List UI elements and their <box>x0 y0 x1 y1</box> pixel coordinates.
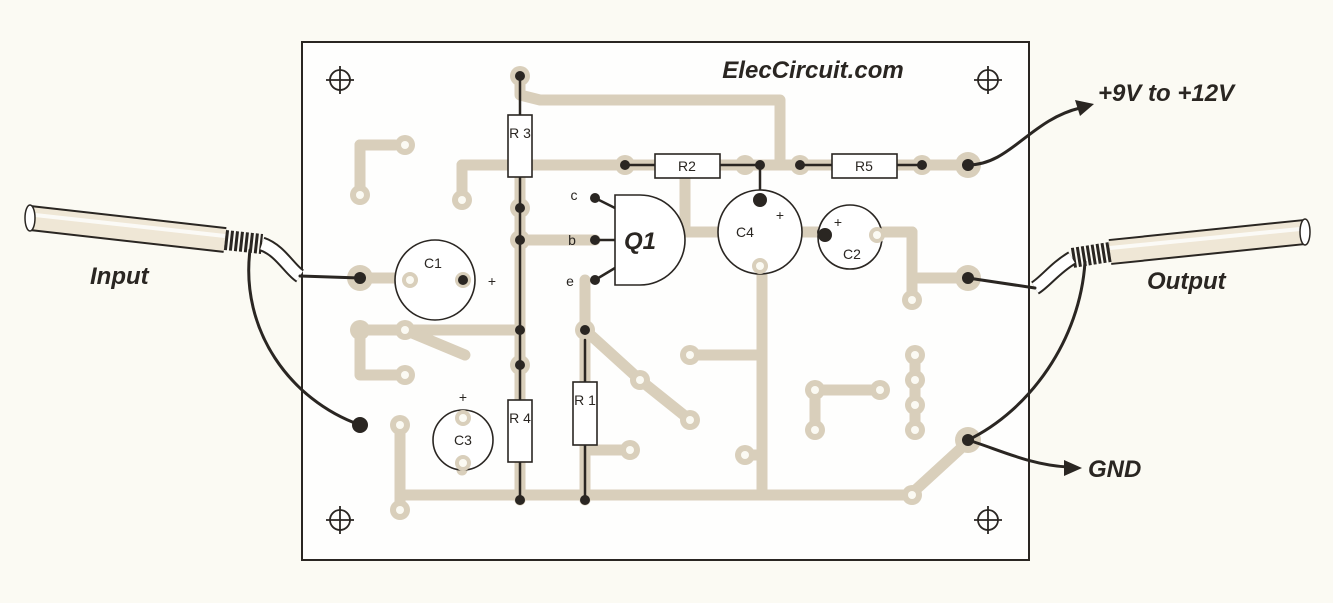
output-terminal-label: Output <box>1147 268 1227 295</box>
ground-lead <box>966 438 1082 476</box>
mounting-hole-top-right <box>974 66 1002 94</box>
solder-pads <box>347 66 981 520</box>
pin-b-label: b <box>568 232 576 248</box>
resistor-r1-label: R 1 <box>574 392 596 408</box>
capacitor-c4: C4 + <box>717 189 803 275</box>
capacitor-c2-label: C2 <box>843 246 861 262</box>
capacitor-c3-label: C3 <box>454 432 472 448</box>
mounting-hole-top-left <box>326 66 354 94</box>
resistor-r2-label: R2 <box>678 158 696 174</box>
capacitor-c1: C1 + <box>394 239 496 321</box>
c2-polarity-mark: + <box>834 214 842 230</box>
component-leads <box>518 74 924 502</box>
c1-polarity-mark: + <box>488 273 496 289</box>
mounting-holes <box>326 66 1002 534</box>
capacitor-c1-label: C1 <box>424 255 442 271</box>
resistor-r4-label: R 4 <box>509 410 531 426</box>
c3-polarity-mark: + <box>459 389 467 405</box>
watermark-text: ElecCircuit.com <box>722 57 903 84</box>
ground-terminal-label: GND <box>1088 456 1141 483</box>
resistor-r1: R 1 <box>572 381 598 446</box>
input-terminal-label: Input <box>90 263 150 290</box>
pin-e-label: e <box>566 273 574 289</box>
power-terminal-label: +9V to +12V <box>1098 80 1236 107</box>
resistor-r4: R 4 <box>507 399 533 463</box>
resistor-r3-label: R 3 <box>509 125 531 141</box>
resistor-r5-label: R5 <box>855 158 873 174</box>
transistor-q1-label: Q1 <box>624 228 656 255</box>
mounting-hole-bottom-left <box>326 506 354 534</box>
capacitor-c4-label: C4 <box>736 224 754 240</box>
resistor-r2: R2 <box>654 153 721 179</box>
capacitor-c2: C2 + <box>817 204 885 270</box>
resistor-r3: R 3 <box>507 114 533 178</box>
input-cable <box>24 204 362 427</box>
transistor-q1: Q1 c b e <box>566 187 686 289</box>
c4-polarity-mark: + <box>776 207 784 223</box>
output-cable <box>966 218 1311 442</box>
capacitor-c3: C3 + <box>432 389 494 471</box>
power-lead <box>966 100 1094 167</box>
mounting-hole-bottom-right <box>974 506 1002 534</box>
resistor-r5: R5 <box>831 153 898 179</box>
pin-c-label: c <box>571 187 578 203</box>
